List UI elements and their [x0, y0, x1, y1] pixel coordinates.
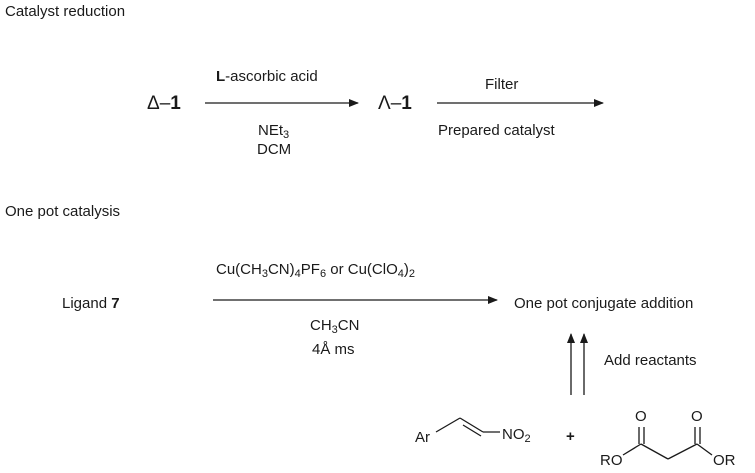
product-one-pot-conjugate-addition: One pot conjugate addition: [514, 295, 694, 312]
ester-or-right: OR: [713, 452, 736, 469]
carbonyl-oxygen-right: O: [691, 408, 703, 425]
condition-solvent: DCM: [257, 141, 292, 158]
copper-reagents-label: Cu(CH3CN)4PF6 or Cu(ClO4)2: [216, 261, 415, 280]
ligand-label: Ligand 7: [62, 295, 120, 313]
product-catalyst-label: Λ–1: [378, 93, 412, 115]
solvent-subscript: 3: [331, 324, 338, 336]
reagent-ascorbic-acid: L-ascorbic acid: [216, 68, 318, 86]
section-heading-one-pot-catalysis: One pot catalysis: [5, 203, 121, 220]
condition-molecular-sieves: 4Å ms: [312, 341, 355, 358]
solvent-text: CN: [337, 317, 360, 334]
compound-number: 1: [170, 93, 181, 114]
ligand-text: Ligand: [62, 295, 112, 312]
add-reactants-label: Add reactants: [604, 352, 697, 369]
nitroalkene-structure: [435, 417, 500, 437]
reagent-name: -ascorbic acid: [225, 68, 318, 85]
condition-acetonitrile: CH3CN: [310, 317, 360, 336]
nitro-subscript: 2: [524, 433, 531, 445]
starting-catalyst-label: Δ–1: [147, 93, 181, 115]
reagent-text: CN): [267, 261, 295, 278]
reagent-text: PF: [300, 261, 320, 278]
plus-sign: +: [566, 428, 575, 445]
step-filter-label: Filter: [485, 76, 519, 93]
reagent-subscript: 2: [408, 268, 415, 280]
reagent-subscript: 6: [319, 268, 327, 280]
reagent-text: ): [403, 261, 409, 278]
ester-ro-left: RO: [600, 452, 623, 469]
step-prepared-catalyst-label: Prepared catalyst: [438, 122, 555, 139]
solvent-text: CH: [310, 317, 332, 334]
section-heading-catalyst-reduction: Catalyst reduction: [5, 3, 126, 20]
nitro-text: NO: [502, 426, 525, 443]
base-subscript: 3: [283, 129, 290, 141]
reagent-subscript: 4: [294, 268, 301, 280]
carbonyl-oxygen-left: O: [635, 408, 647, 425]
aryl-label: Ar: [415, 429, 430, 446]
ligand-number: 7: [111, 295, 120, 312]
reagent-subscript: 3: [261, 268, 268, 280]
compound-number: 1: [401, 93, 412, 114]
reagent-l-prefix: L: [216, 68, 226, 85]
malonate-structure: [622, 427, 713, 460]
reagent-text: or Cu(ClO: [326, 261, 398, 278]
reagent-subscript: 4: [397, 268, 404, 280]
lambda-prefix: Λ–: [378, 93, 402, 114]
condition-base: NEt3: [258, 122, 290, 141]
base-text: NEt: [258, 122, 284, 139]
reagent-text: Cu(CH: [216, 261, 262, 278]
nitro-group-label: NO2: [502, 426, 531, 445]
delta-prefix: Δ–: [147, 93, 171, 114]
